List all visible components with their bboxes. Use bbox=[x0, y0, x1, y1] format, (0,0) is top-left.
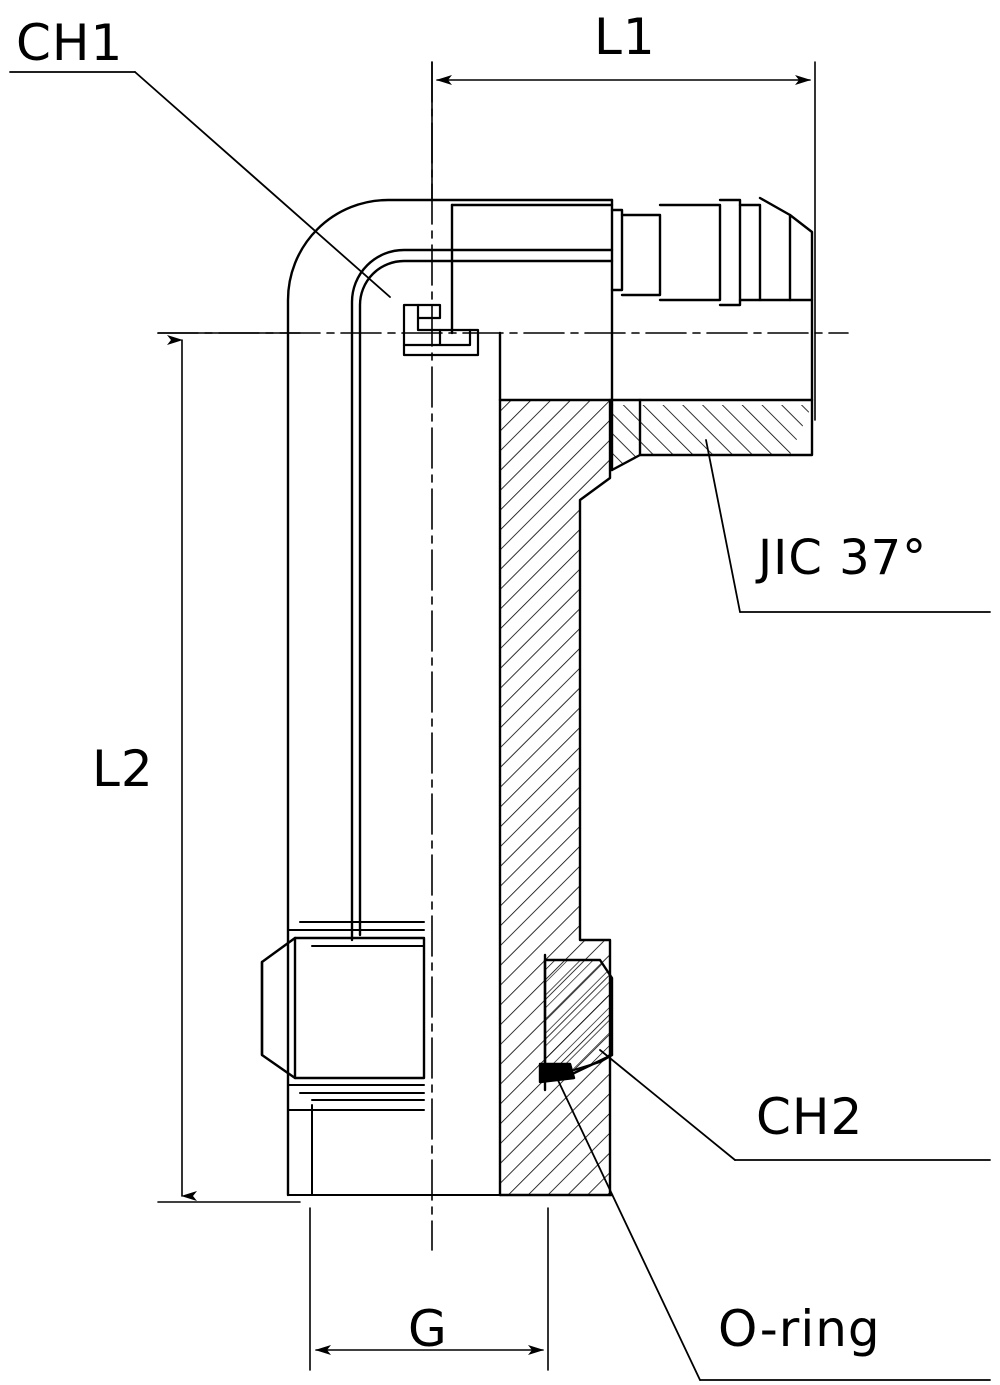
label-jic: JIC 37° bbox=[758, 530, 928, 586]
leader-jic bbox=[705, 439, 991, 613]
lock-nut bbox=[260, 936, 426, 1080]
thread-stack bbox=[287, 921, 501, 1196]
section-hatching-upper bbox=[612, 405, 812, 470]
leader-ch1 bbox=[9, 71, 391, 298]
label-l1: L1 bbox=[594, 8, 656, 66]
dimension-g bbox=[309, 1207, 549, 1371]
label-l2: L2 bbox=[92, 740, 154, 798]
dimension-l2 bbox=[157, 332, 301, 1203]
label-oring: O-ring bbox=[718, 1300, 881, 1358]
label-g: G bbox=[408, 1300, 448, 1358]
label-ch1: CH1 bbox=[16, 14, 124, 72]
retaining-detail bbox=[402, 303, 480, 357]
leader-ch2 bbox=[599, 1049, 991, 1161]
o-ring-section bbox=[538, 1061, 601, 1084]
leader-oring bbox=[555, 1075, 991, 1381]
label-ch2: CH2 bbox=[756, 1088, 864, 1146]
fitting-outline bbox=[9, 61, 991, 1381]
dimension-l1 bbox=[431, 61, 816, 421]
